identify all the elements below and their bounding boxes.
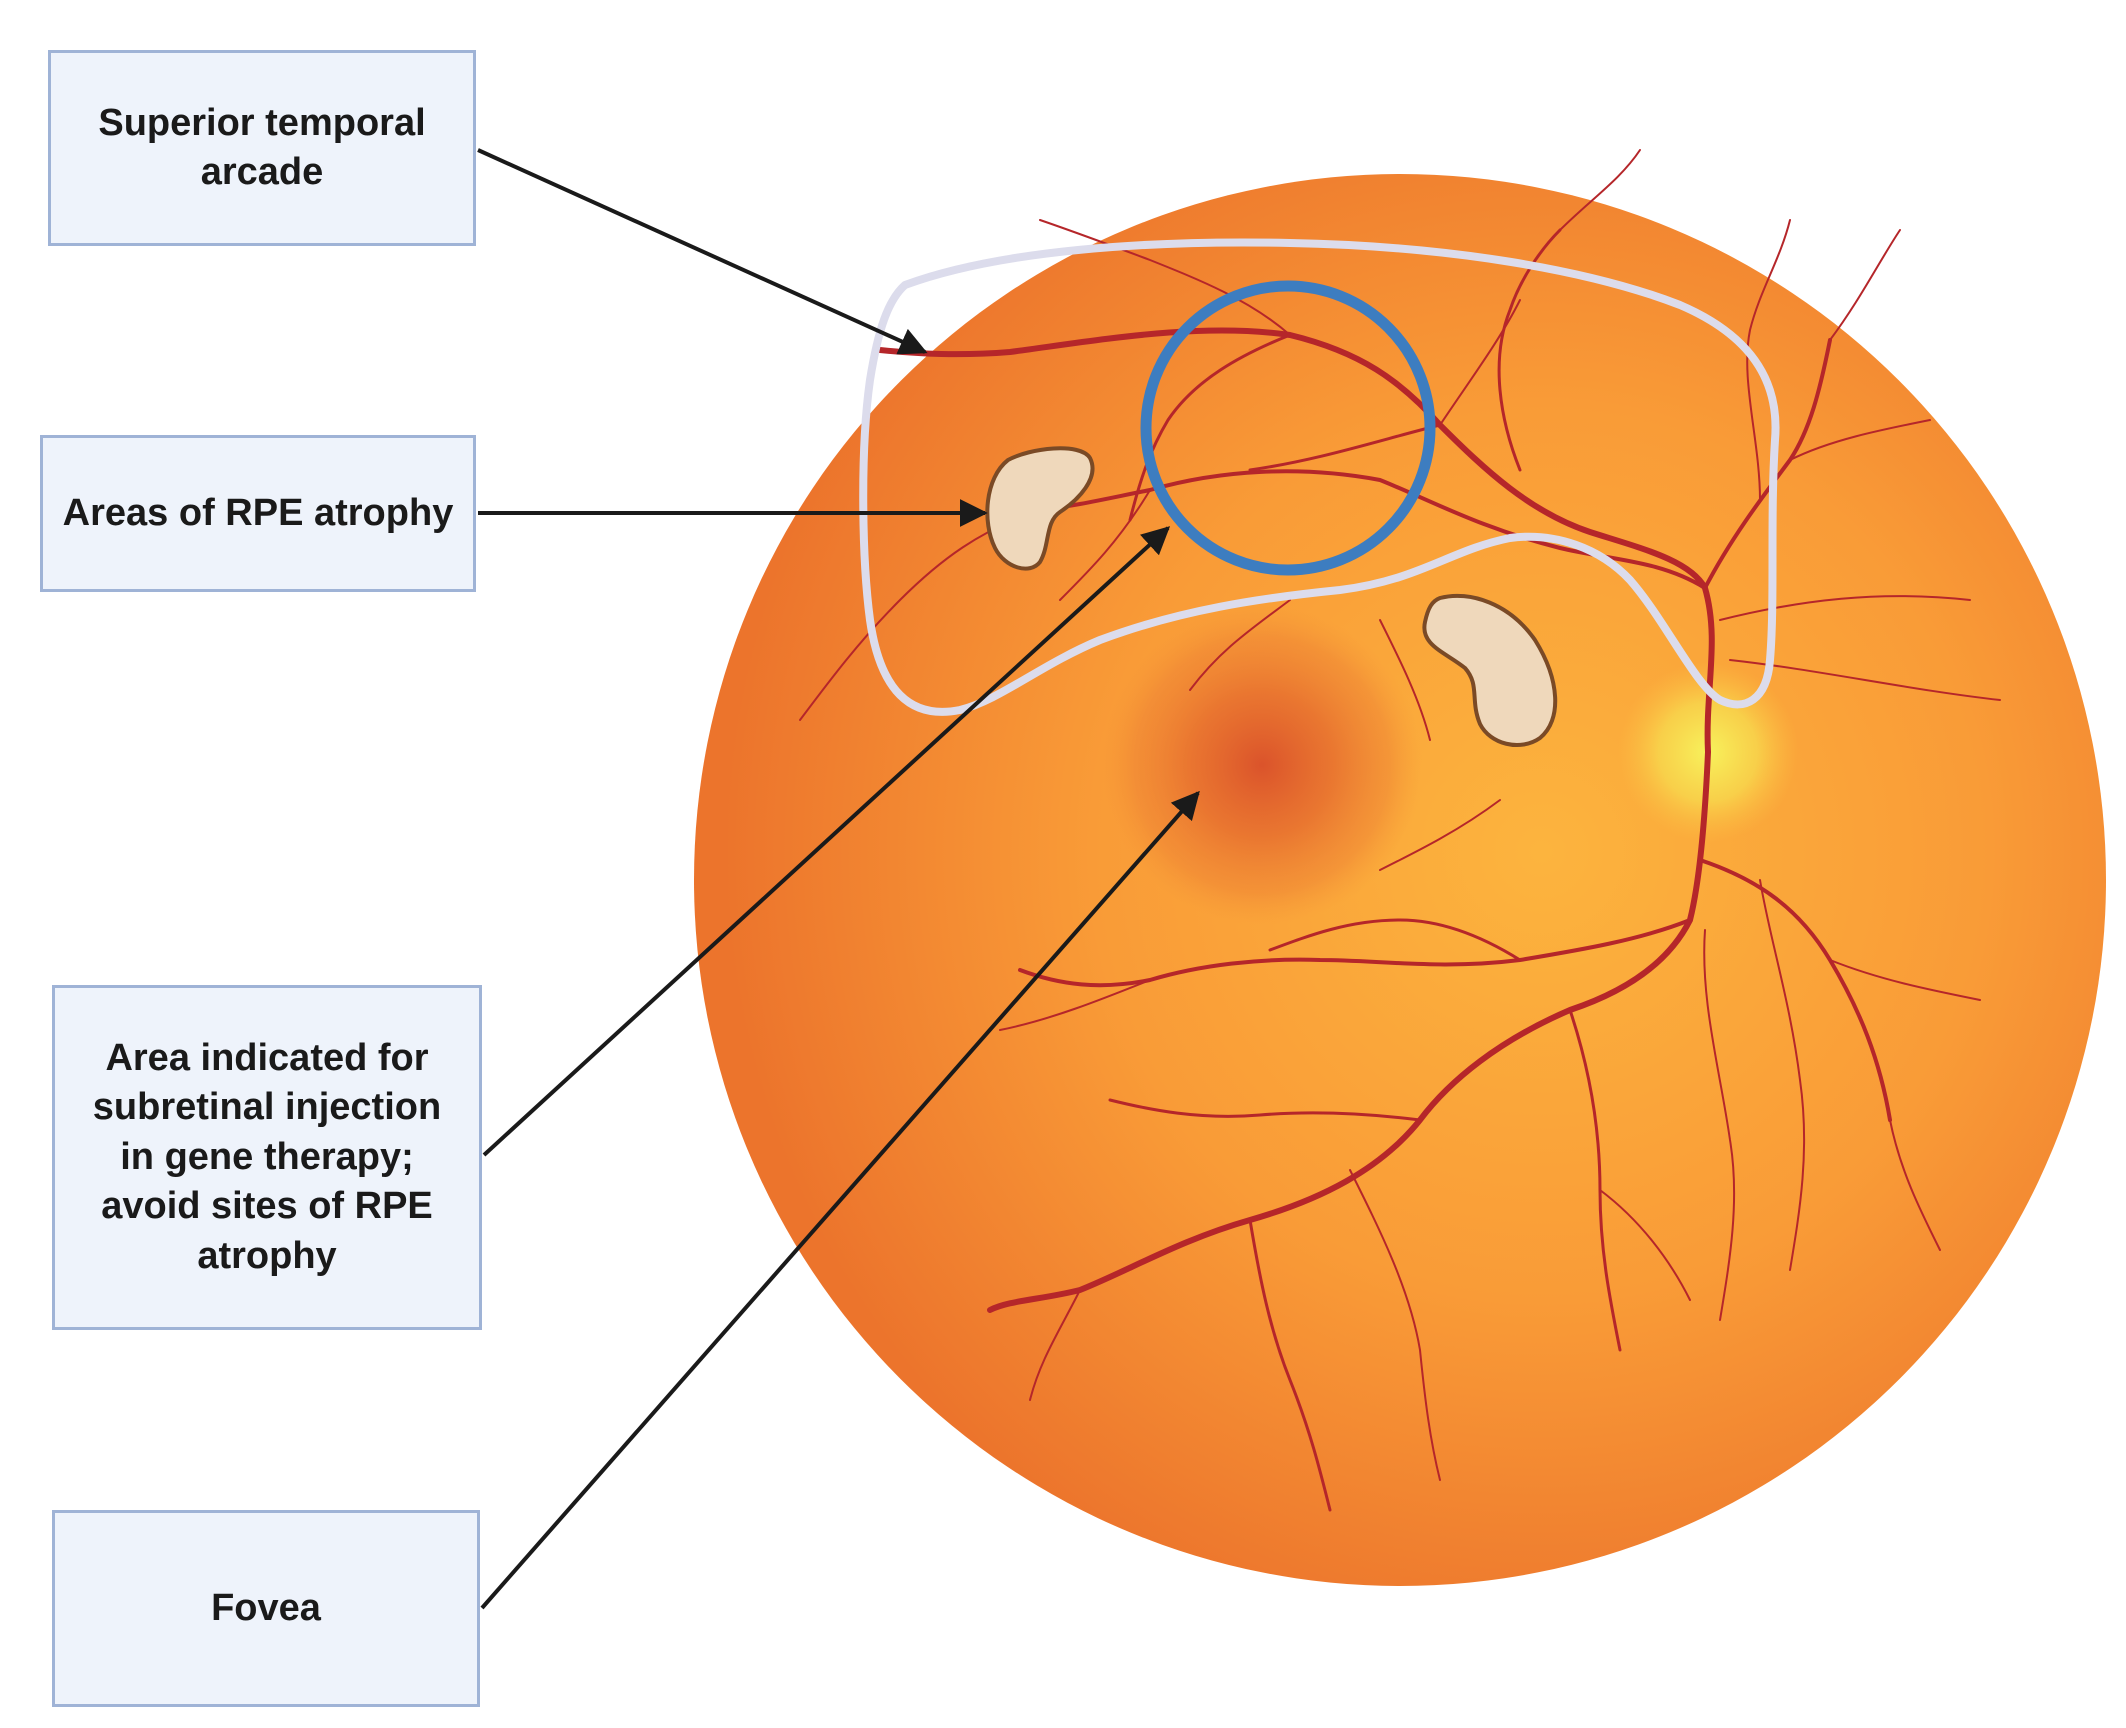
- arcade-region-outline: [859, 238, 1780, 716]
- label-superior-temporal-arcade: Superior temporal arcade: [48, 50, 476, 246]
- label-fovea-text: Fovea: [211, 1586, 321, 1629]
- fovea-spot: [1102, 605, 1422, 925]
- rpe-atrophy-patch-1: [985, 446, 1095, 571]
- blood-vessels: [799, 149, 2001, 1512]
- arrow-superior-arcade: [477, 148, 928, 355]
- label-areas-rpe-atrophy-text: Areas of RPE atrophy: [62, 491, 454, 534]
- label-superior-temporal-arcade-text: Superior temporal arcade: [98, 101, 426, 193]
- rpe-atrophy-patch-2: [1422, 593, 1558, 748]
- label-injection-area-text: Area indicated for subretinal injection …: [92, 1037, 442, 1277]
- label-injection-area: Area indicated for subretinal injection …: [52, 985, 482, 1330]
- arrow-injection-area: [482, 526, 1171, 1157]
- arrow-fovea: [480, 790, 1200, 1610]
- label-fovea: Fovea: [52, 1510, 480, 1707]
- injection-area-circle: [1140, 280, 1436, 576]
- label-areas-rpe-atrophy: Areas of RPE atrophy: [40, 435, 476, 592]
- leader-arrows: [477, 148, 1200, 1610]
